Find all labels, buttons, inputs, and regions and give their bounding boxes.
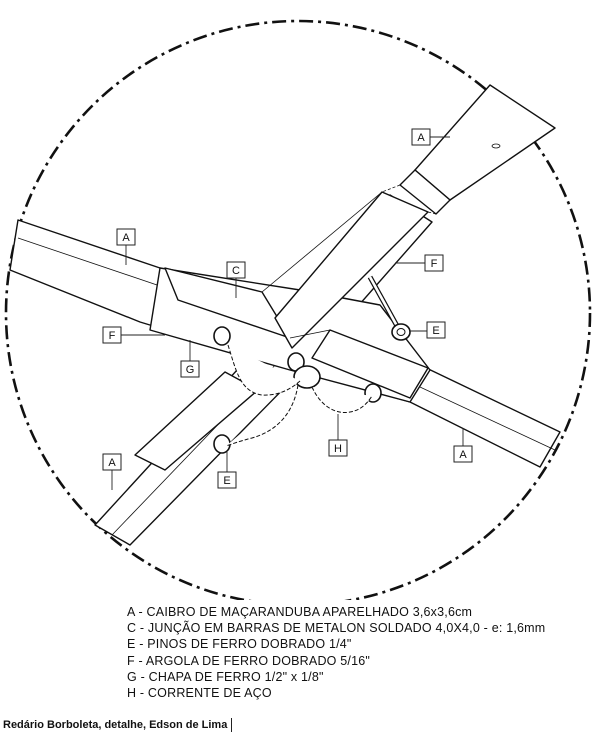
pins-on-junction (213, 326, 382, 454)
legend: A - CAIBRO DE MAÇARANDUBA APARELHADO 3,6… (127, 604, 587, 701)
svg-text:E: E (223, 475, 230, 487)
metalon-junction (134, 191, 431, 471)
tag-f-left: F (102, 326, 122, 344)
svg-text:A: A (459, 449, 467, 461)
tag-a-top: A (411, 128, 431, 146)
svg-text:F: F (431, 258, 438, 270)
svg-text:C: C (232, 265, 240, 277)
tag-c: C (226, 261, 246, 279)
svg-text:A: A (122, 232, 130, 244)
leader-lines (111, 136, 464, 490)
svg-text:A: A (417, 132, 425, 144)
legend-item-a: A - CAIBRO DE MAÇARANDUBA APARELHADO 3,6… (127, 605, 473, 619)
rafter-top-right (381, 84, 556, 215)
tag-h: H (328, 439, 348, 457)
svg-text:E: E (432, 325, 439, 337)
legend-item-g: G - CHAPA DE FERRO 1/2" x 1/8" (127, 669, 324, 684)
caption: Redário Borboleta, detalhe, Edson de Lim… (3, 718, 233, 732)
pin-detached (367, 275, 411, 341)
detail-boundary-circle (4, 19, 592, 600)
tag-g: G (180, 360, 200, 378)
tag-a-bottom: A (102, 453, 122, 471)
detail-drawing: A C A F E F G H A A E (4, 19, 592, 600)
svg-text:H: H (334, 443, 342, 455)
legend-item-f: F - ARGOLA DE FERRO DOBRADO 5/16" (127, 653, 371, 668)
chains (225, 344, 373, 447)
legend-item-c: C - JUNÇÃO EM BARRAS DE METALON SOLDADO … (127, 621, 546, 636)
svg-text:G: G (186, 364, 195, 376)
tag-f-right: F (424, 254, 444, 272)
svg-text:A: A (108, 457, 116, 469)
tag-e-right: E (426, 321, 446, 339)
legend-item-e: E - PINOS DE FERRO DOBRADO 1/4" (127, 637, 352, 652)
tag-a-left: A (116, 228, 136, 246)
legend-item-h: H - CORRENTE DE AÇO (127, 686, 272, 701)
tag-a-right: A (453, 445, 473, 463)
svg-text:F: F (109, 330, 116, 342)
tag-e-bottom: E (217, 471, 237, 489)
